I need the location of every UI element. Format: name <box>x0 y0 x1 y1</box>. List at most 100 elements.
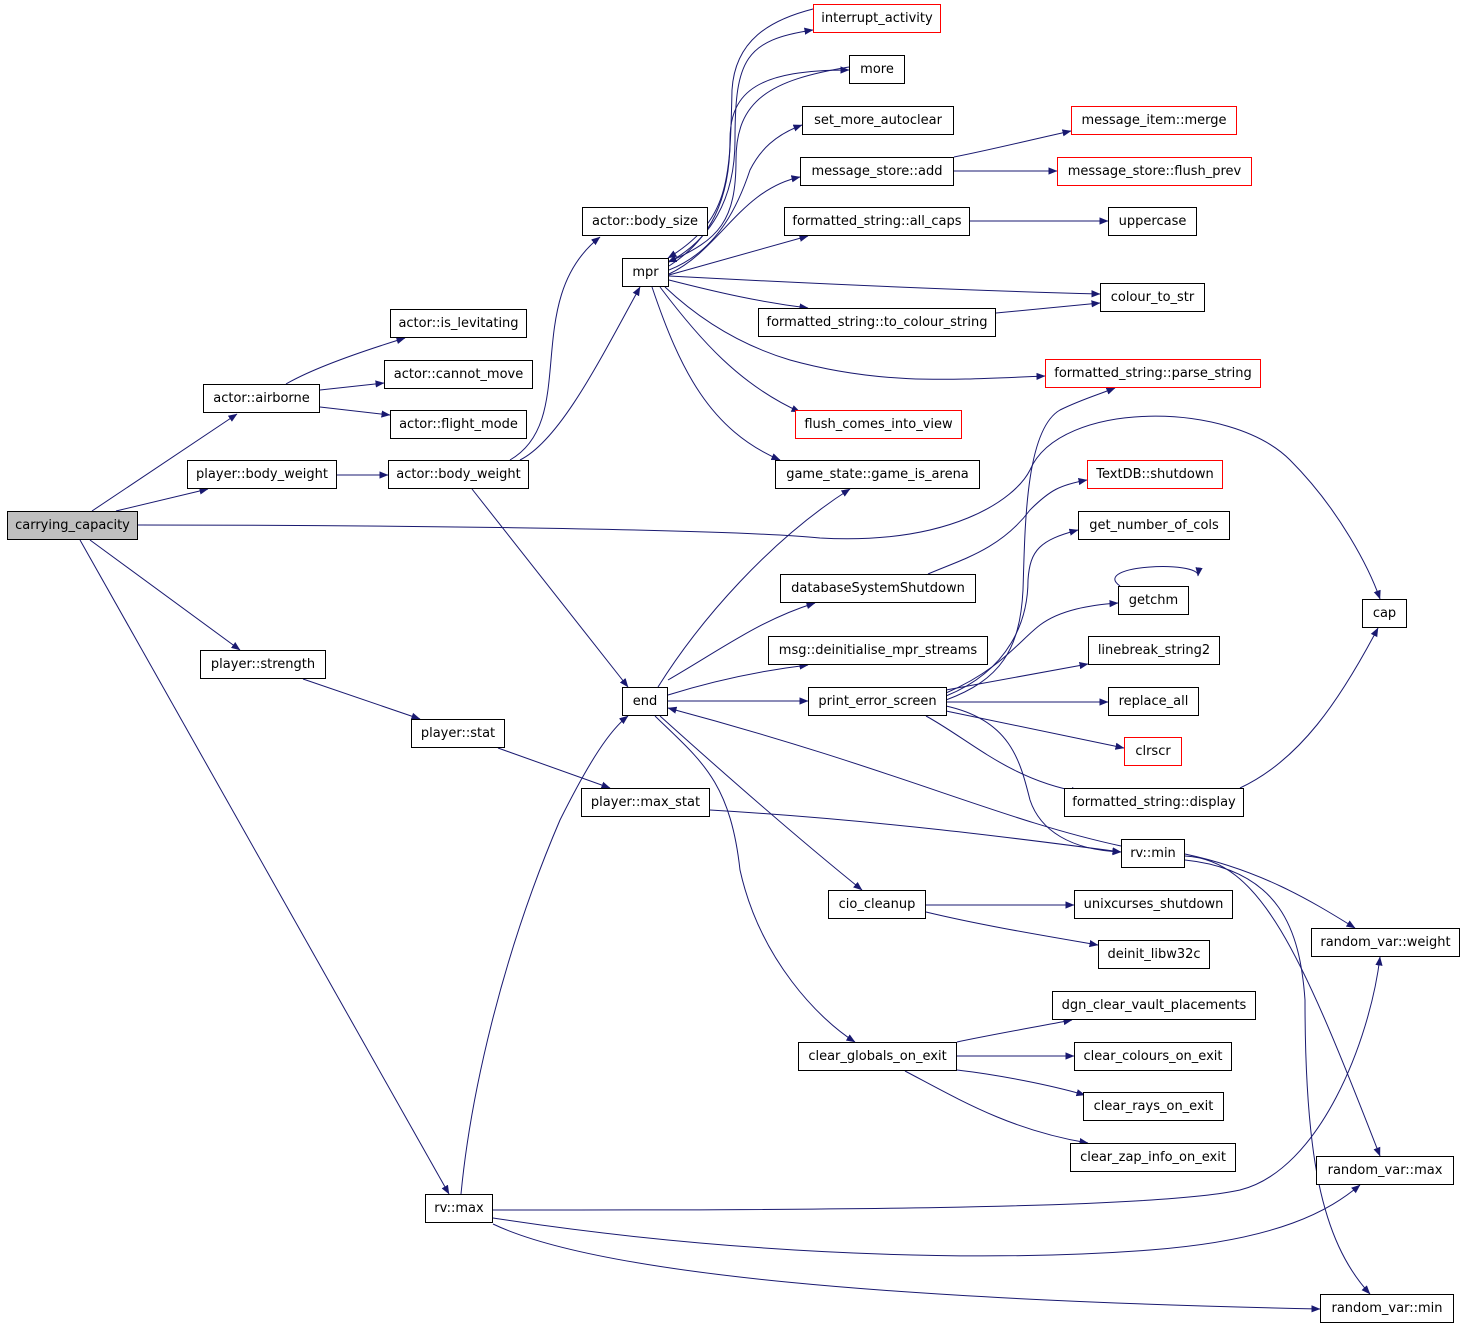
node-rv-min[interactable]: rv::min <box>1121 839 1185 868</box>
edge-rv-max-to-end <box>460 715 629 1195</box>
node-label: message_store::add <box>811 164 943 179</box>
node-getchm[interactable]: getchm <box>1118 586 1189 615</box>
edge-cio-cleanup-to-deinit-libw32c <box>925 911 1099 948</box>
node-set-more-autoclear[interactable]: set_more_autoclear <box>802 106 954 135</box>
edge-carrying-capacity-to-player-body-weight <box>115 487 209 512</box>
node-label: flush_comes_into_view <box>804 417 953 432</box>
node-label: print_error_screen <box>818 694 937 709</box>
edge-rv-max-to-random-var-max <box>492 1184 1361 1257</box>
node-label: linebreak_string2 <box>1097 643 1211 658</box>
node-clrscr[interactable]: clrscr <box>1124 737 1182 766</box>
node-colour-to-str[interactable]: colour_to_str <box>1100 283 1205 312</box>
node-label: actor::is_levitating <box>398 316 519 331</box>
node-actor-cannot-move[interactable]: actor::cannot_move <box>384 360 533 389</box>
edge-print-error-screen-to-formatted-string-display <box>925 715 1081 795</box>
node-player-strength[interactable]: player::strength <box>200 650 326 679</box>
node-databasesystemshutdown[interactable]: databaseSystemShutdown <box>780 574 976 603</box>
node-label: formatted_string::to_colour_string <box>766 315 988 330</box>
node-actor-is-levitating[interactable]: actor::is_levitating <box>390 309 527 338</box>
node-mpr[interactable]: mpr <box>622 258 669 287</box>
node-more[interactable]: more <box>849 55 905 84</box>
edge-actor-body-weight-to-actor-body-size <box>509 236 601 461</box>
node-player-stat[interactable]: player::stat <box>411 719 505 748</box>
node-random-var-min[interactable]: random_var::min <box>1320 1294 1454 1323</box>
node-rv-max[interactable]: rv::max <box>425 1194 493 1223</box>
node-label: cio_cleanup <box>838 897 916 912</box>
node-game-state-game-is-arena[interactable]: game_state::game_is_arena <box>775 460 980 489</box>
node-label: rv::max <box>434 1201 484 1216</box>
node-clear-colours-on-exit[interactable]: clear_colours_on_exit <box>1074 1042 1232 1071</box>
node-formatted-string-display[interactable]: formatted_string::display <box>1064 788 1244 817</box>
edge-carrying-capacity-to-player-strength <box>89 539 241 651</box>
node-formatted-string-all-caps[interactable]: formatted_string::all_caps <box>784 207 970 236</box>
edge-mpr-to-flush-comes-into-view <box>659 286 801 413</box>
node-random-var-max[interactable]: random_var::max <box>1316 1156 1454 1185</box>
node-label: actor::body_size <box>592 214 698 229</box>
edge-clear-globals-on-exit-to-clear-zap-info-on-exit <box>904 1070 1089 1146</box>
node-label: message_store::flush_prev <box>1067 164 1242 179</box>
node-clear-zap-info-on-exit[interactable]: clear_zap_info_on_exit <box>1070 1143 1236 1172</box>
edge-mpr-to-set-more-autoclear <box>668 124 803 271</box>
node-actor-body-size[interactable]: actor::body_size <box>582 207 708 236</box>
node-print-error-screen[interactable]: print_error_screen <box>808 687 947 716</box>
edge-rv-min-to-random-var-min <box>1184 859 1371 1295</box>
node-end[interactable]: end <box>622 687 668 716</box>
node-textdb-shutdown[interactable]: TextDB::shutdown <box>1087 460 1223 489</box>
node-label: message_item::merge <box>1081 113 1227 128</box>
node-label: uppercase <box>1118 214 1187 229</box>
node-actor-body-weight[interactable]: actor::body_weight <box>388 460 529 489</box>
node-linebreak-string2[interactable]: linebreak_string2 <box>1088 636 1220 665</box>
node-formatted-string-to-colour-string[interactable]: formatted_string::to_colour_string <box>758 308 996 337</box>
node-message-store-add[interactable]: message_store::add <box>800 157 954 186</box>
node-label: actor::flight_mode <box>399 417 518 432</box>
edge-rv-min-to-random-var-weight <box>1184 853 1356 929</box>
node-replace-all[interactable]: replace_all <box>1108 687 1199 716</box>
edge-end-to-game-state-game-is-arena <box>657 488 851 688</box>
node-interrupt-activity[interactable]: interrupt_activity <box>813 4 941 33</box>
node-clear-rays-on-exit[interactable]: clear_rays_on_exit <box>1083 1092 1224 1121</box>
node-player-body-weight[interactable]: player::body_weight <box>187 460 337 489</box>
node-label: TextDB::shutdown <box>1096 467 1214 482</box>
node-message-store-flush-prev[interactable]: message_store::flush_prev <box>1057 157 1252 186</box>
edge-rv-max-to-random-var-min <box>492 1223 1321 1313</box>
node-label: databaseSystemShutdown <box>791 581 965 596</box>
node-formatted-string-parse-string[interactable]: formatted_string::parse_string <box>1045 359 1261 388</box>
node-actor-flight-mode[interactable]: actor::flight_mode <box>390 410 527 439</box>
node-cap[interactable]: cap <box>1362 599 1407 628</box>
edge-end-to-clear-globals-on-exit <box>654 715 856 1043</box>
node-label: clear_zap_info_on_exit <box>1080 1150 1226 1165</box>
node-label: formatted_string::display <box>1072 795 1236 810</box>
node-dgn-clear-vault-placements[interactable]: dgn_clear_vault_placements <box>1052 991 1256 1020</box>
node-clear-globals-on-exit[interactable]: clear_globals_on_exit <box>798 1042 957 1071</box>
node-unixcurses-shutdown[interactable]: unixcurses_shutdown <box>1074 890 1233 919</box>
node-label: clear_globals_on_exit <box>808 1049 947 1064</box>
node-label: clear_rays_on_exit <box>1093 1099 1214 1114</box>
node-random-var-weight[interactable]: random_var::weight <box>1311 928 1460 957</box>
node-msg-deinitialise-mpr-streams[interactable]: msg::deinitialise_mpr_streams <box>768 636 988 665</box>
node-deinit-libw32c[interactable]: deinit_libw32c <box>1098 940 1210 969</box>
edge-player-max-stat-to-rv-min <box>709 809 1122 855</box>
edge-player-strength-to-player-stat <box>302 678 421 720</box>
node-label: random_var::min <box>1331 1301 1443 1316</box>
node-label: game_state::game_is_arena <box>786 467 969 482</box>
node-label: actor::body_weight <box>396 467 521 482</box>
node-label: more <box>860 62 894 77</box>
edge-mpr-to-colour-to-str <box>668 275 1101 298</box>
edge-print-error-screen-to-getchm <box>945 600 1119 694</box>
node-message-item-merge[interactable]: message_item::merge <box>1071 106 1237 135</box>
node-label: actor::airborne <box>213 391 310 406</box>
node-get-number-of-cols[interactable]: get_number_of_cols <box>1078 511 1230 540</box>
node-label: end <box>632 694 658 709</box>
node-player-max-stat[interactable]: player::max_stat <box>581 788 710 817</box>
node-cio-cleanup[interactable]: cio_cleanup <box>828 890 926 919</box>
node-actor-airborne[interactable]: actor::airborne <box>203 384 320 413</box>
node-label: replace_all <box>1118 694 1189 709</box>
node-label: cap <box>1372 606 1397 621</box>
node-flush-comes-into-view[interactable]: flush_comes_into_view <box>795 410 962 439</box>
node-uppercase[interactable]: uppercase <box>1108 207 1197 236</box>
node-carrying-capacity: carrying_capacity <box>7 511 138 540</box>
edge-mpr-to-game-state-game-is-arena <box>651 286 781 461</box>
edge-mpr-to-message-store-add <box>668 175 801 275</box>
edge-carrying-capacity-to-rv-max <box>79 539 450 1195</box>
